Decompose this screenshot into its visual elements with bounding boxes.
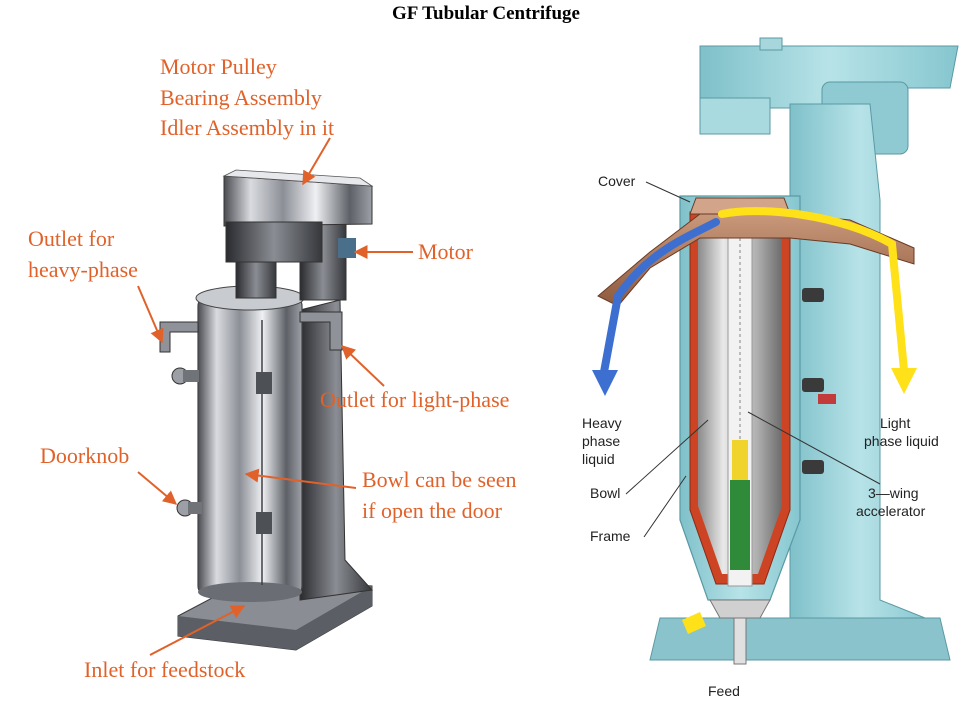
- label-outlet-light: Outlet for light-phase: [320, 387, 509, 412]
- label-outlet-heavy-1: Outlet for: [28, 226, 115, 251]
- label-motor: Motor: [418, 239, 474, 264]
- label-doorknob: Doorknob: [40, 443, 129, 468]
- arrow-outlet-light: [342, 346, 384, 386]
- label-light-1: Light: [880, 415, 910, 431]
- label-accelerator-1: 3—wing: [868, 485, 919, 501]
- label-light-2: phase liquid: [864, 433, 939, 449]
- label-feed: Feed: [708, 683, 740, 699]
- label-cover: Cover: [598, 173, 636, 189]
- label-heavy-1: Heavy: [582, 415, 622, 431]
- label-bowl: Bowl: [590, 485, 620, 501]
- label-accelerator-2: accelerator: [856, 503, 926, 519]
- label-inlet: Inlet for feedstock: [84, 657, 245, 682]
- label-motor-pulley: Motor Pulley: [160, 54, 277, 79]
- cutaway-diagram: [592, 38, 958, 664]
- leader-cover: [646, 182, 690, 202]
- label-heavy-2: phase: [582, 433, 620, 449]
- label-bowl-2: if open the door: [362, 498, 503, 523]
- label-bowl-1: Bowl can be seen: [362, 467, 517, 492]
- label-bearing-assembly: Bearing Assembly: [160, 85, 322, 110]
- label-outlet-heavy-2: heavy-phase: [28, 257, 138, 282]
- label-idler-assembly: Idler Assembly in it: [160, 115, 334, 140]
- label-frame: Frame: [590, 528, 631, 544]
- arrow-doorknob: [138, 472, 176, 504]
- label-heavy-3: liquid: [582, 451, 615, 467]
- arrow-outlet-heavy: [138, 286, 162, 342]
